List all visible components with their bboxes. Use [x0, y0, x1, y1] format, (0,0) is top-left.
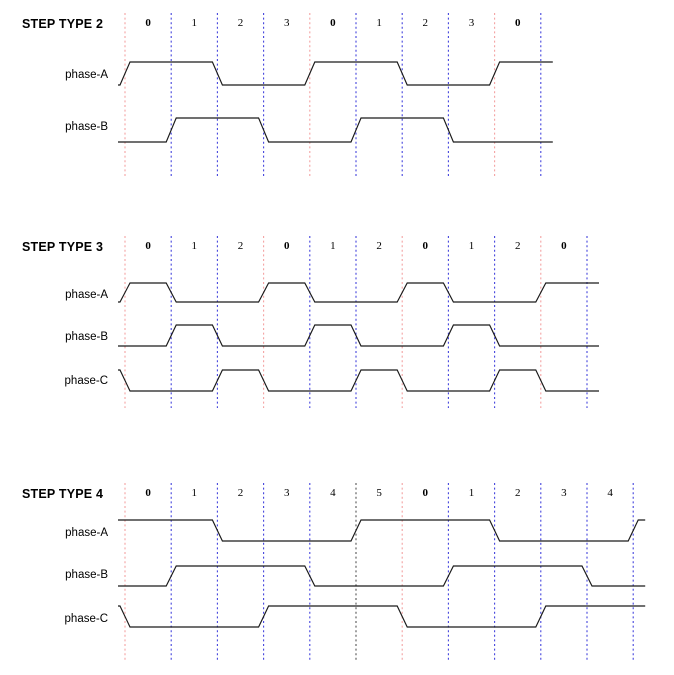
signal-label-phase-B: phase-B: [65, 569, 108, 581]
step-number: 4: [330, 487, 336, 499]
step-number: 1: [191, 487, 198, 499]
step-number: 3: [468, 17, 475, 29]
signal-label-phase-A: phase-A: [65, 69, 108, 81]
signal-label-phase-C: phase-C: [64, 613, 108, 625]
waveform-step-type-2-phase-B: [118, 117, 553, 143]
step-number: 0: [145, 17, 151, 29]
block-title-step-type-4: STEP TYPE 4: [22, 487, 104, 501]
waveform-step-type-3-phase-B: [118, 324, 599, 347]
waveform-step-type-3-phase-C: [118, 369, 599, 392]
waveform-step-type-4-phase-B: [118, 565, 646, 587]
step-number: 5: [376, 487, 382, 499]
step-number: 0: [422, 240, 429, 252]
step-number: 1: [191, 17, 198, 29]
step-number: 2: [237, 17, 244, 29]
step-number: 0: [145, 240, 151, 252]
signal-label-phase-A: phase-A: [65, 527, 108, 539]
step-number: 2: [237, 240, 244, 252]
block-title-step-type-3: STEP TYPE 3: [22, 240, 104, 254]
step-number: 1: [468, 487, 475, 499]
step-number: 0: [561, 240, 567, 252]
step-number: 4: [607, 487, 613, 499]
step-number: 2: [514, 240, 521, 252]
step-number: 3: [283, 17, 290, 29]
step-number: 2: [376, 240, 382, 252]
step-number: 0: [283, 240, 290, 252]
step-number: 3: [283, 487, 290, 499]
step-number: 1: [330, 240, 336, 252]
step-number: 2: [514, 487, 521, 499]
step-number: 2: [237, 487, 244, 499]
signal-label-phase-B: phase-B: [65, 331, 108, 343]
step-number: 0: [422, 487, 429, 499]
block-title-step-type-2: STEP TYPE 2: [22, 17, 104, 31]
waveform-step-type-4-phase-A: [118, 519, 646, 542]
signal-label-phase-A: phase-A: [65, 289, 108, 301]
signal-label-phase-C: phase-C: [64, 375, 108, 387]
step-number: 0: [514, 17, 521, 29]
step-number: 0: [330, 17, 336, 29]
step-number: 1: [376, 17, 382, 29]
step-number: 3: [561, 487, 567, 499]
waveform-step-type-3-phase-A: [118, 282, 599, 303]
waveform-step-type-2-phase-A: [118, 61, 553, 86]
step-number: 2: [422, 17, 429, 29]
waveform-step-type-4-phase-C: [118, 605, 646, 628]
step-number: 1: [468, 240, 475, 252]
step-number: 0: [145, 487, 151, 499]
step-number: 1: [191, 240, 198, 252]
signal-label-phase-B: phase-B: [65, 121, 108, 133]
